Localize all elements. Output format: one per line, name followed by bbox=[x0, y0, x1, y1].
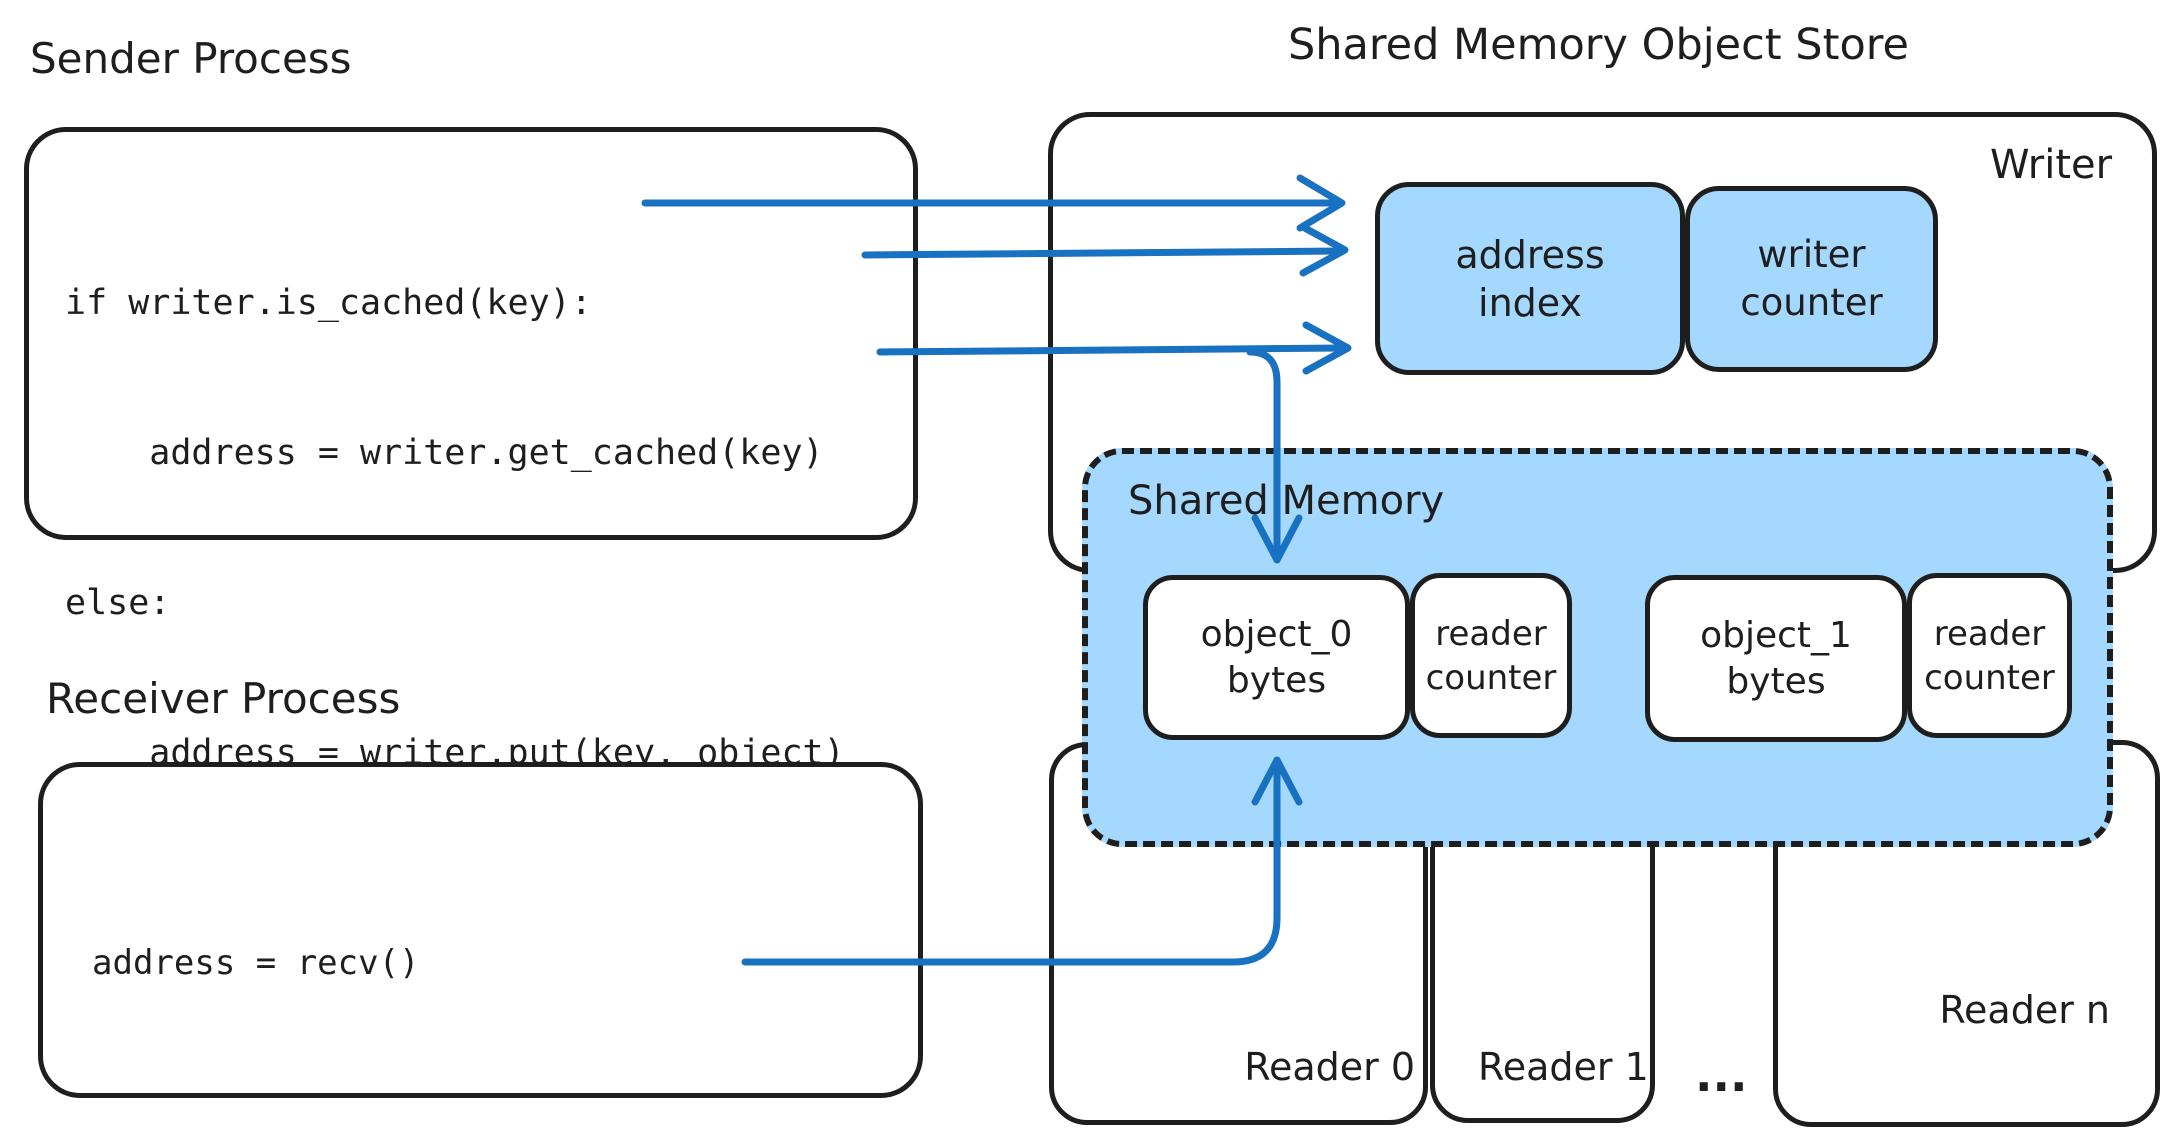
code-line: if writer.is_cached(key): bbox=[65, 283, 592, 323]
code-line: address = recv() bbox=[92, 943, 420, 983]
writer-counter-box: writer counter bbox=[1685, 186, 1938, 372]
shared-memory-label: Shared Memory bbox=[1128, 478, 1445, 524]
writer-counter-label-line1: writer bbox=[1757, 233, 1866, 276]
reader-counter-0-line1: reader bbox=[1435, 613, 1547, 654]
object-0-box: object_0 bytes bbox=[1143, 575, 1410, 740]
receiver-process-title: Receiver Process bbox=[46, 674, 401, 723]
address-index-label-line1: address bbox=[1455, 232, 1605, 277]
code-line: else: bbox=[65, 583, 171, 623]
store-title: Shared Memory Object Store bbox=[1288, 20, 1909, 70]
reader-counter-0-box: reader counter bbox=[1410, 573, 1572, 738]
object-0-label-line1: object_0 bbox=[1200, 613, 1353, 655]
reader-counter-0-line2: counter bbox=[1425, 657, 1557, 698]
code-line bbox=[92, 1088, 706, 1138]
code-line: address = writer.get_cached(key) bbox=[65, 433, 824, 473]
receiver-code-block: address = recv() object = reader_0.get(a… bbox=[92, 838, 706, 1145]
reader-n-label: Reader n bbox=[1939, 988, 2110, 1032]
reader-1-label: Reader 1 bbox=[1478, 1045, 1649, 1089]
object-1-box: object_1 bytes bbox=[1645, 575, 1907, 742]
object-1-label-line1: object_1 bbox=[1700, 614, 1852, 656]
writer-label: Writer bbox=[1990, 142, 2113, 188]
reader-0-label: Reader 0 bbox=[1244, 1045, 1415, 1089]
reader-counter-1-line2: counter bbox=[1924, 657, 2055, 698]
writer-counter-label-line2: counter bbox=[1740, 281, 1883, 324]
reader-counter-1-box: reader counter bbox=[1907, 573, 2072, 738]
address-index-label-line2: index bbox=[1478, 280, 1582, 325]
readers-ellipsis: ... bbox=[1695, 1048, 1748, 1102]
address-index-box: address index bbox=[1375, 182, 1685, 375]
sender-process-title: Sender Process bbox=[30, 34, 352, 83]
object-0-label-line2: bytes bbox=[1226, 659, 1327, 701]
sender-process-box bbox=[24, 127, 918, 540]
reader-counter-1-line1: reader bbox=[1933, 613, 2046, 654]
object-1-label-line2: bytes bbox=[1726, 660, 1826, 702]
